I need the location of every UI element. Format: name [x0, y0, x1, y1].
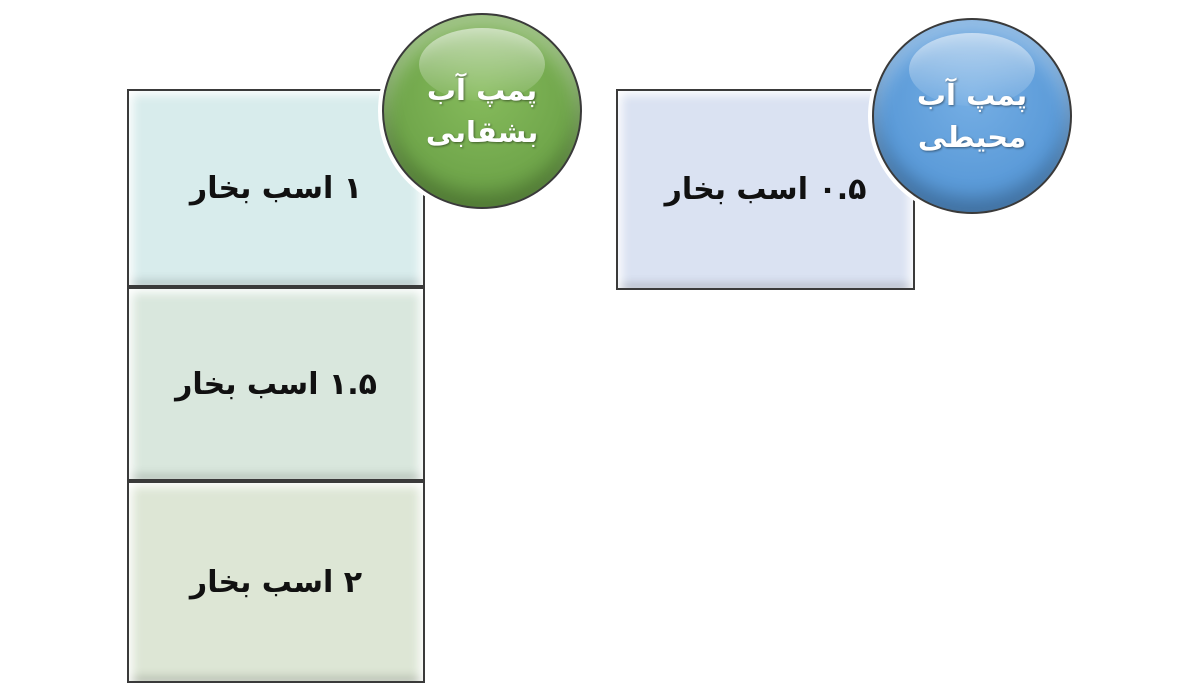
box-0-5hp: ۰.۵ اسب بخار [616, 89, 915, 290]
circle-title-line2: بشقابی [425, 115, 539, 149]
box-2hp: ۲ اسب بخار [127, 481, 425, 683]
circle-title-line1: پمپ آب [426, 72, 538, 107]
circle-title-line2: محیطی [917, 120, 1027, 154]
box-1hp: ۱ اسب بخار [127, 89, 425, 287]
circle-plate-pump: پمپ آب بشقابی [382, 13, 582, 209]
box-label: ۰.۵ اسب بخار [664, 172, 867, 207]
box-label: ۱ اسب بخار [189, 170, 363, 206]
box-label: ۱.۵ اسب بخار [175, 366, 377, 402]
box-1-5hp: ۱.۵ اسب بخار [127, 287, 425, 481]
circle-peripheral-pump: پمپ آب محیطی [872, 18, 1072, 214]
box-label: ۲ اسب بخار [189, 564, 363, 600]
circle-title-line1: پمپ آب [916, 77, 1028, 112]
